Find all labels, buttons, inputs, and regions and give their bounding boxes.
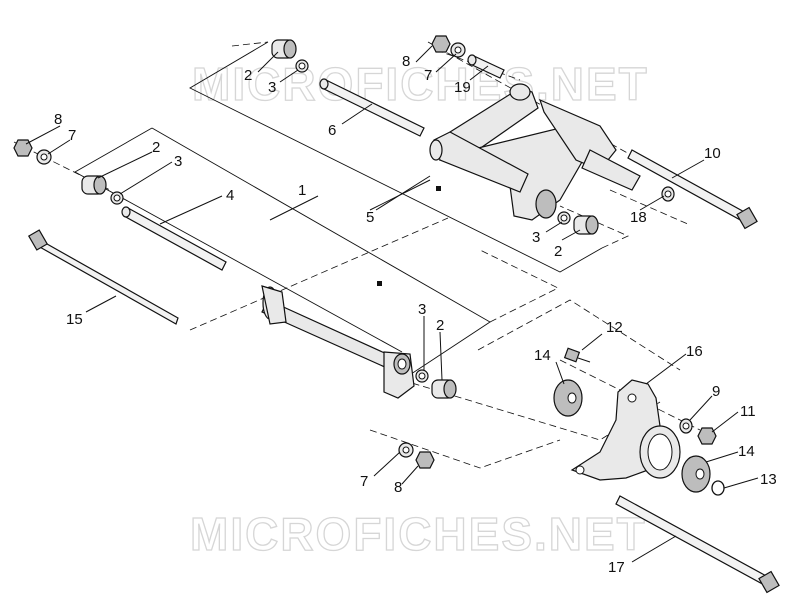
part-11-nut[interactable] <box>697 427 717 445</box>
callout-3-mid: 3 <box>418 301 426 318</box>
part-18-washer[interactable] <box>661 186 675 202</box>
part-16-bracket[interactable] <box>570 379 681 481</box>
part-2-bushing-left[interactable] <box>81 175 107 195</box>
callout-2-top: 2 <box>244 67 252 84</box>
frame-lower-group <box>74 127 681 469</box>
callout-4: 4 <box>226 187 234 204</box>
callout-8-top: 8 <box>402 53 410 70</box>
callout-2-left: 2 <box>152 139 160 156</box>
callout-3-right: 3 <box>532 229 540 246</box>
watermark-top: MICROFICHES.NET <box>192 58 649 110</box>
callout-14-left: 14 <box>534 347 551 364</box>
part-17-long-rod[interactable] <box>615 495 780 594</box>
part-4-tube[interactable] <box>121 206 227 271</box>
callout-2-mid: 2 <box>436 317 444 334</box>
callout-6: 6 <box>328 122 336 139</box>
callout-8-bottom: 8 <box>394 479 402 496</box>
part-15-long-bolt[interactable] <box>27 229 179 325</box>
callout-18: 18 <box>630 209 647 226</box>
part-13-clip[interactable] <box>711 480 725 496</box>
marker-square-1 <box>436 186 441 191</box>
part-8-nuts[interactable] <box>13 35 451 469</box>
callout-14-right: 14 <box>738 443 755 460</box>
part-6-pin[interactable] <box>319 78 425 137</box>
callout-2-right: 2 <box>554 243 562 260</box>
part-2-bushing-top[interactable] <box>271 39 297 59</box>
part-12-bolt[interactable] <box>563 347 591 363</box>
part-10-bolt[interactable] <box>627 149 758 230</box>
callout-8-left: 8 <box>54 111 62 128</box>
callout-1: 1 <box>298 182 306 199</box>
part-9-washer[interactable] <box>679 418 693 434</box>
part-3-washers[interactable] <box>110 59 571 383</box>
callout-13: 13 <box>760 471 777 488</box>
part-2-bushing-mid[interactable] <box>431 379 457 399</box>
leader-lines <box>25 45 759 563</box>
callout-5: 5 <box>366 209 374 226</box>
callout-7-top: 7 <box>424 67 432 84</box>
callout-19: 19 <box>454 79 471 96</box>
part-1-pivot-tube[interactable] <box>261 285 415 399</box>
callout-7-left: 7 <box>68 127 76 144</box>
part-7-washers[interactable] <box>36 42 466 458</box>
callout-12: 12 <box>606 319 623 336</box>
callout-3-left: 3 <box>174 153 182 170</box>
part-5-swing-link[interactable] <box>429 83 641 221</box>
callout-10: 10 <box>704 145 721 162</box>
marker-square-2 <box>377 281 382 286</box>
part-2-bushing-right[interactable] <box>573 215 599 235</box>
callout-9: 9 <box>712 383 720 400</box>
callout-7-bottom: 7 <box>360 473 368 490</box>
watermark-bottom: MICROFICHES.NET <box>190 508 647 560</box>
callout-15: 15 <box>66 311 83 328</box>
callout-3-top: 3 <box>268 79 276 96</box>
callout-16: 16 <box>686 343 703 360</box>
part-14-spacers[interactable] <box>553 379 711 493</box>
callout-17: 17 <box>608 559 625 576</box>
callout-11: 11 <box>740 403 756 420</box>
